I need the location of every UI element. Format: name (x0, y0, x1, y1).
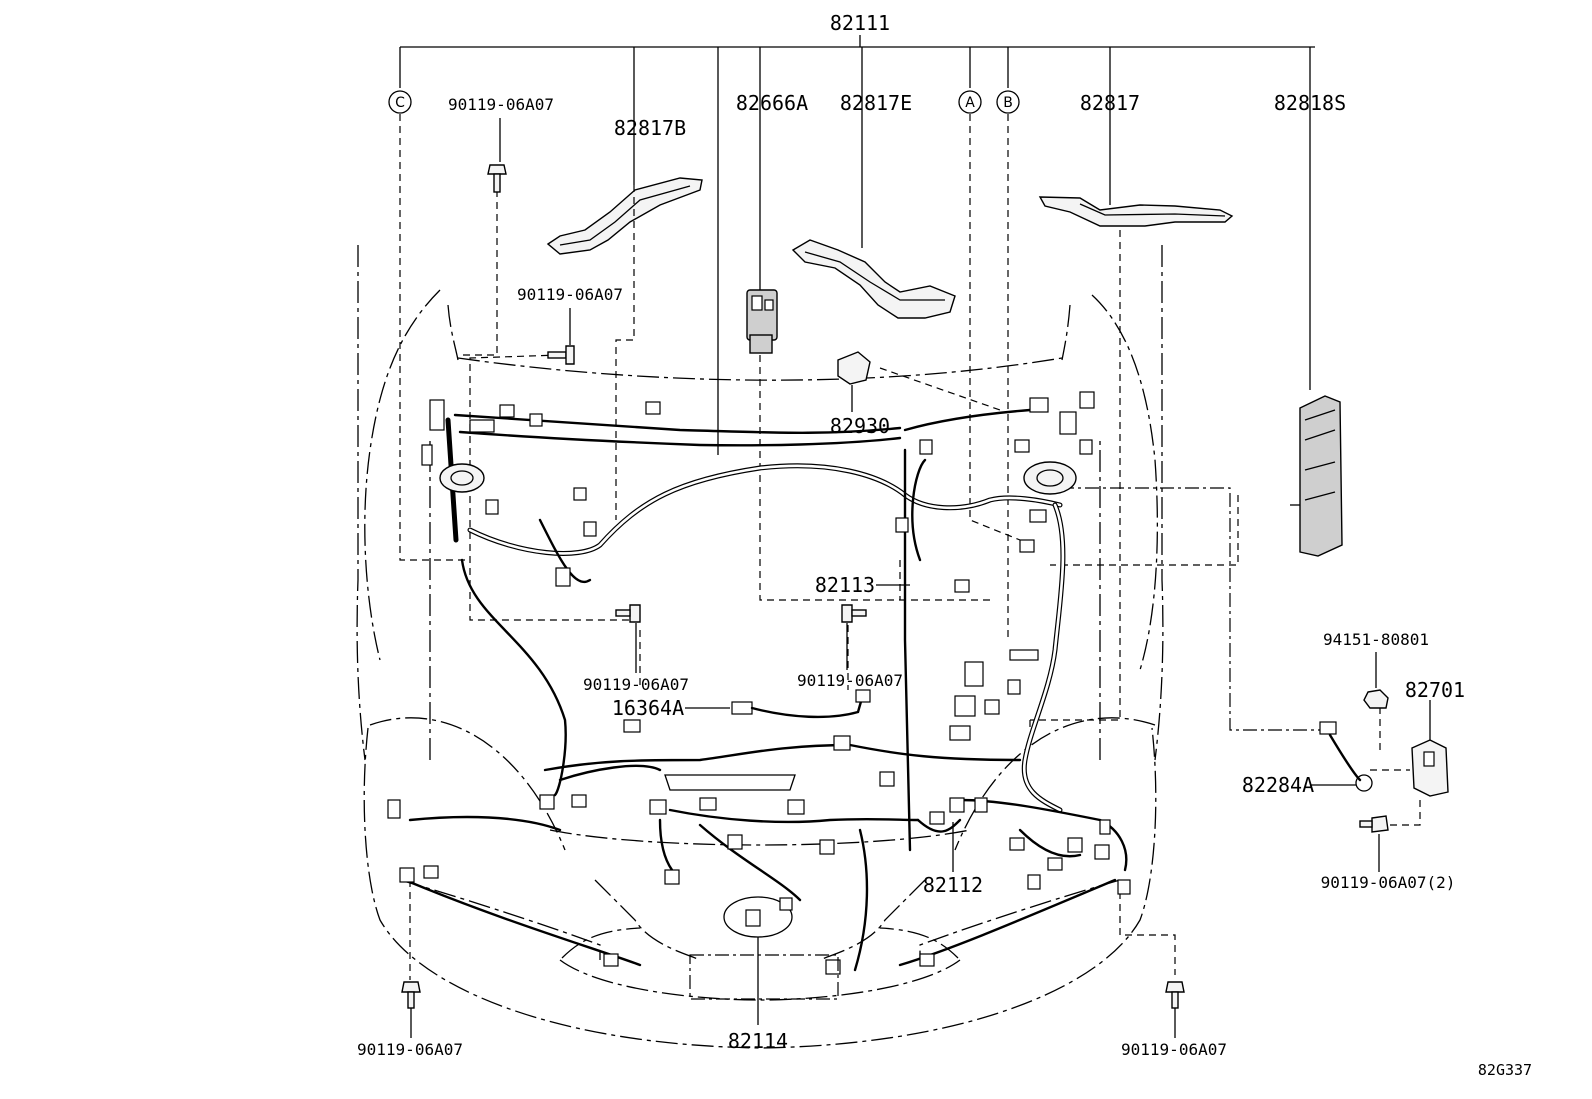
label-82817b: 82817B (614, 116, 686, 140)
bolt-right (1359, 815, 1389, 833)
svg-text:A: A (965, 95, 975, 111)
bracket-82817 (1038, 196, 1234, 227)
label-bolt-top-left: 90119-06A07 (448, 95, 554, 114)
bolt-mid-left (615, 604, 641, 623)
bracket-82701 (1411, 700, 1449, 797)
label-82817: 82817 (1080, 91, 1140, 115)
bracket-82817b (546, 177, 703, 255)
label-82284a: 82284A (1242, 773, 1314, 797)
label-94151: 94151-80801 (1323, 630, 1429, 649)
label-82701: 82701 (1405, 678, 1465, 702)
label-82666a: 82666A (736, 91, 808, 115)
car-body-outline (356, 245, 1164, 1049)
reference-marker-a: A (958, 90, 982, 114)
bolt-upper-mid (547, 345, 575, 365)
label-bolt-bottom-right: 90119-06A07 (1121, 1040, 1227, 1059)
harness-82112 (387, 719, 1131, 975)
bolt-mid-center (841, 604, 867, 623)
label-bolt-upper-mid: 90119-06A07 (517, 285, 623, 304)
label-bolt-right: 90119-06A07(2) (1321, 873, 1456, 892)
engine-room-harness-82111 (445, 408, 1066, 852)
label-bolt-mid-center: 90119-06A07 (797, 671, 903, 690)
label-bolt-mid-left: 90119-06A07 (583, 675, 689, 694)
bolt-top-left (487, 164, 507, 193)
label-82112: 82112 (923, 873, 983, 897)
label-16364a: 16364A (612, 696, 684, 720)
grommet-right (1023, 461, 1077, 495)
label-82818s: 82818S (1274, 91, 1346, 115)
drawing-code: 82G337 (1478, 1061, 1532, 1079)
harness-82114 (689, 896, 839, 1025)
reference-dashed-leaders (399, 114, 1021, 640)
nut-94151 (1363, 689, 1389, 709)
label-82930: 82930 (830, 414, 890, 438)
reference-marker-c: C (388, 90, 412, 114)
reference-marker-b: B (996, 90, 1020, 114)
assembly-82111-leaders (399, 35, 1315, 455)
label-82114: 82114 (728, 1029, 788, 1053)
dashed-leaders (409, 185, 1421, 980)
junction-block-82818s (1290, 395, 1343, 557)
harness-connectors-upper (421, 391, 1095, 741)
wire-82284a (1310, 721, 1373, 792)
bolt-bottom-left (401, 981, 421, 1009)
bracket-82817e (791, 239, 956, 319)
label-82817e: 82817E (840, 91, 912, 115)
part-labels: 82111 90119-06A07 82817B 82666A 82817E 8… (357, 11, 1532, 1079)
sensor-wire-16364a (731, 689, 871, 719)
relay-block-82666a (746, 289, 778, 354)
svg-text:B: B (1003, 95, 1013, 111)
clamp-82930 (837, 351, 871, 412)
label-bolt-bottom-left: 90119-06A07 (357, 1040, 463, 1059)
svg-text:C: C (395, 95, 405, 111)
label-82111: 82111 (830, 11, 890, 35)
harness-82113 (460, 558, 1022, 797)
grommet-left (439, 463, 485, 493)
label-82113: 82113 (815, 573, 875, 597)
bolt-bottom-right (1165, 981, 1185, 1009)
